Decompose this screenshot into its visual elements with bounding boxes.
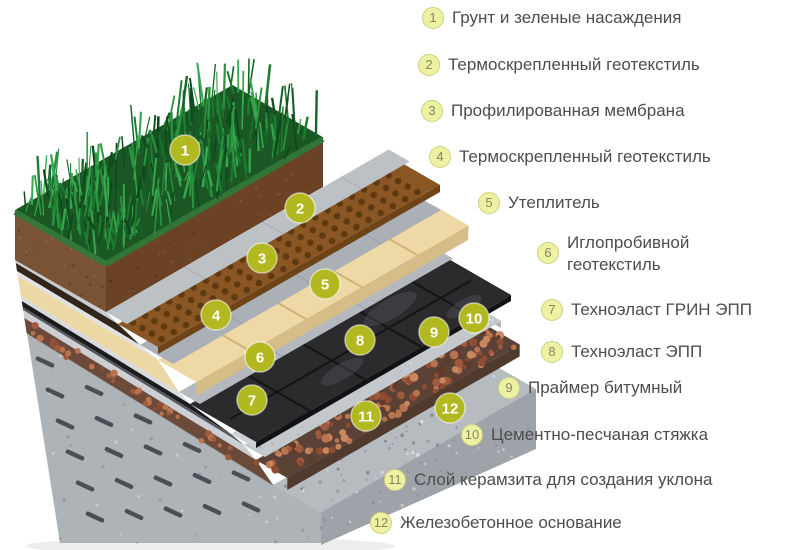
legend-item-label: Слой керамзита для создания уклона [414,470,713,489]
legend-item-label: Утеплитель [508,193,600,212]
svg-text:8: 8 [356,333,364,350]
legend-item-label: Железобетонное основание [400,513,622,532]
legend-item-label: Термоскрепленный геотекстиль [448,55,700,74]
legend-badge: 4 [429,146,451,168]
layer-artwork [13,58,536,550]
diagram-marker-2: 2 [284,192,316,224]
legend-badge: 8 [541,341,563,363]
svg-text:6: 6 [256,350,264,367]
legend-badge: 6 [537,242,559,264]
legend-badge: 12 [370,512,392,534]
svg-text:4: 4 [212,308,221,325]
legend-item-label: Термоскрепленный геотекстиль [459,147,711,166]
legend-item-label: Иглопробивной геотекстиль [567,233,690,274]
legend-badge: 7 [541,299,563,321]
legend-item-11: 11 Слой керамзита для создания уклона [384,469,712,491]
legend-item-label: Профилированная мембрана [451,101,685,120]
svg-text:1: 1 [181,143,189,160]
legend-badge: 11 [384,469,406,491]
legend-item-8: 8 Техноэласт ЭПП [541,341,702,363]
legend-item-6: 6 Иглопробивной геотекстиль [537,232,752,276]
legend-item-label: Праймер битумный [528,378,683,397]
svg-text:5: 5 [321,277,329,294]
legend-item-5: 5 Утеплитель [478,192,600,214]
svg-text:12: 12 [442,401,459,418]
legend-item-1: 1 Грунт и зеленые насаждения [422,7,681,29]
diagram-marker-12: 12 [434,392,466,424]
diagram-marker-5: 5 [309,268,341,300]
diagram-marker-3: 3 [246,242,278,274]
legend-item-label: Грунт и зеленые насаждения [452,8,682,27]
legend-badge: 5 [478,192,500,214]
diagram-marker-7: 7 [236,384,268,416]
legend-item-9: 9 Праймер битумный [498,377,682,399]
svg-text:9: 9 [430,325,438,342]
svg-text:10: 10 [466,311,483,328]
legend-badge: 10 [461,424,483,446]
legend-badge: 9 [498,377,520,399]
roof-layers-illustration: 1 2 3 4 5 6 7 8 9 10 11 12 [13,58,536,550]
legend-item-7: 7 Техноэласт ГРИН ЭПП [541,299,752,321]
svg-text:11: 11 [358,409,374,426]
diagram-markers: 1 2 3 4 5 6 7 8 9 10 11 12 [169,134,490,432]
diagram-marker-6: 6 [244,341,276,373]
legend-item-12: 12 Железобетонное основание [370,512,622,534]
diagram-marker-1: 1 [169,134,201,166]
diagram-marker-10: 10 [458,302,490,334]
legend-item-4: 4 Термоскрепленный геотекстиль [429,146,711,168]
legend-badge: 2 [418,54,440,76]
legend-item-2: 2 Термоскрепленный геотекстиль [418,54,700,76]
svg-text:7: 7 [248,393,256,410]
diagram-marker-8: 8 [344,324,376,356]
legend-item-label: Цементно-песчаная стяжка [491,425,709,444]
legend-item-label: Техноэласт ЭПП [571,342,703,361]
diagram-marker-11: 11 [350,400,382,432]
legend-item-label: Техноэласт ГРИН ЭПП [571,300,752,319]
diagram-marker-9: 9 [418,316,450,348]
legend-badge: 3 [421,100,443,122]
svg-text:3: 3 [258,251,266,268]
svg-text:2: 2 [296,201,304,218]
legend-badge: 1 [422,7,444,29]
legend-item-3: 3 Профилированная мембрана [421,100,685,122]
legend-item-10: 10 Цементно-песчаная стяжка [461,424,708,446]
diagram-marker-4: 4 [200,299,232,331]
